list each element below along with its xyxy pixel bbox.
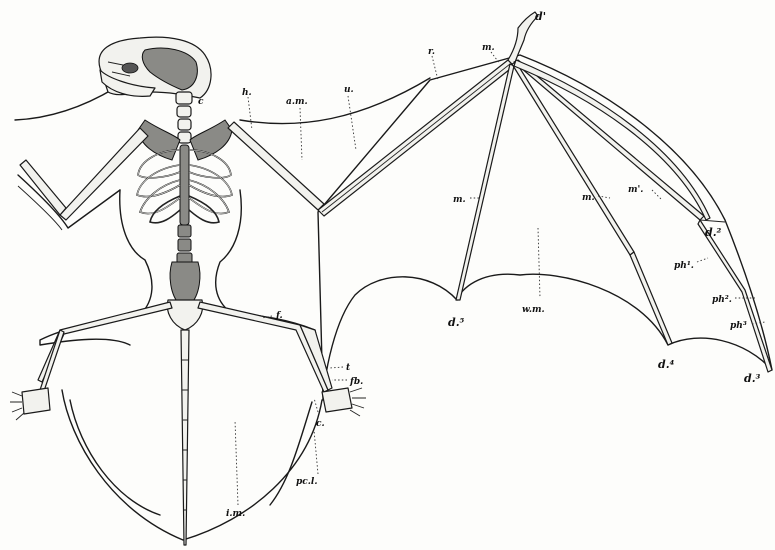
- label-im: i.m.: [226, 509, 245, 519]
- label-c-leg: c.: [316, 419, 325, 429]
- label-d3: d.³: [744, 372, 761, 385]
- antebrachial-membrane-left: [15, 88, 115, 120]
- calcar-right: [270, 402, 312, 505]
- label-c-neck: c: [198, 97, 204, 107]
- label-d2: d.²: [705, 226, 722, 239]
- vertebral-column: [176, 92, 192, 266]
- left-tibia: [40, 330, 64, 391]
- thumb: [508, 12, 538, 66]
- label-r: r.: [428, 47, 435, 57]
- label-d-prime: d': [535, 10, 546, 23]
- digit-3-phal: [698, 220, 772, 372]
- label-u: u.: [344, 85, 354, 95]
- interfemoral-membrane: [62, 390, 322, 540]
- label-f: f.: [275, 311, 283, 321]
- tail-vertebrae: [181, 330, 189, 545]
- label-m-d3-b: m'.: [628, 185, 643, 195]
- label-m-wing: m.: [453, 195, 466, 205]
- digit-3-meta: [514, 60, 704, 220]
- left-humerus: [60, 128, 148, 220]
- right-foot: [322, 388, 366, 416]
- label-ph1: ph¹.: [674, 261, 694, 271]
- label-ph2: ph².: [712, 295, 732, 305]
- label-fb: fb.: [349, 377, 363, 387]
- pelvis: [167, 262, 202, 330]
- left-wing-stub: [18, 175, 120, 228]
- right-tibia: [300, 325, 332, 390]
- right-humerus: [228, 122, 324, 210]
- label-h: h.: [242, 88, 252, 98]
- label-t: t: [346, 363, 351, 373]
- skull: [99, 37, 211, 98]
- label-ph3: ph³: [730, 321, 747, 331]
- label-am: a.m.: [286, 97, 308, 107]
- label-pcl: pc.l.: [296, 477, 317, 487]
- label-d5: d.⁵: [448, 316, 465, 329]
- label-m-d3-a: m.: [582, 193, 595, 203]
- label-m-top: m.: [482, 43, 495, 53]
- right-femur: [198, 302, 328, 392]
- digit-4-phal: [630, 252, 672, 345]
- left-foot: [10, 388, 50, 420]
- calcar-left: [70, 400, 160, 515]
- label-wm: w.m.: [522, 305, 545, 315]
- left-radius: [20, 160, 66, 215]
- antebrachial-membrane-top: [240, 78, 430, 124]
- label-d4: d.⁴: [658, 358, 675, 371]
